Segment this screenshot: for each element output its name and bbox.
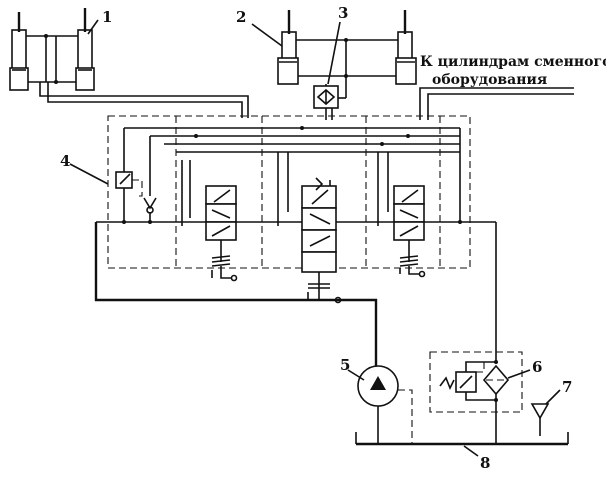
pump-5 [94, 222, 413, 444]
label-6: 6 [532, 358, 542, 376]
label-1: 1 [102, 8, 112, 26]
label-5: 5 [340, 356, 350, 374]
equipment-caption-line-1: К цилиндрам сменного [420, 54, 606, 70]
spool-valve-c [377, 152, 426, 278]
label-2: 2 [236, 8, 246, 26]
label-8: 8 [480, 454, 490, 472]
label-4: 4 [60, 152, 70, 170]
filter-6 [429, 222, 531, 444]
label-3: 3 [338, 4, 348, 22]
equipment-lines [419, 87, 574, 120]
throttle-valve-3 [313, 21, 347, 120]
distributor-4 [69, 115, 496, 304]
tank-8 [355, 432, 569, 457]
spool-valve-a [181, 160, 238, 282]
spool-valve-b [277, 152, 342, 304]
cylinder-pair-1 [9, 8, 249, 118]
filler-7 [530, 389, 561, 436]
equipment-caption-line-2: оборудования [432, 72, 547, 88]
cylinder-pair-2 [251, 10, 417, 85]
label-7: 7 [562, 378, 572, 396]
